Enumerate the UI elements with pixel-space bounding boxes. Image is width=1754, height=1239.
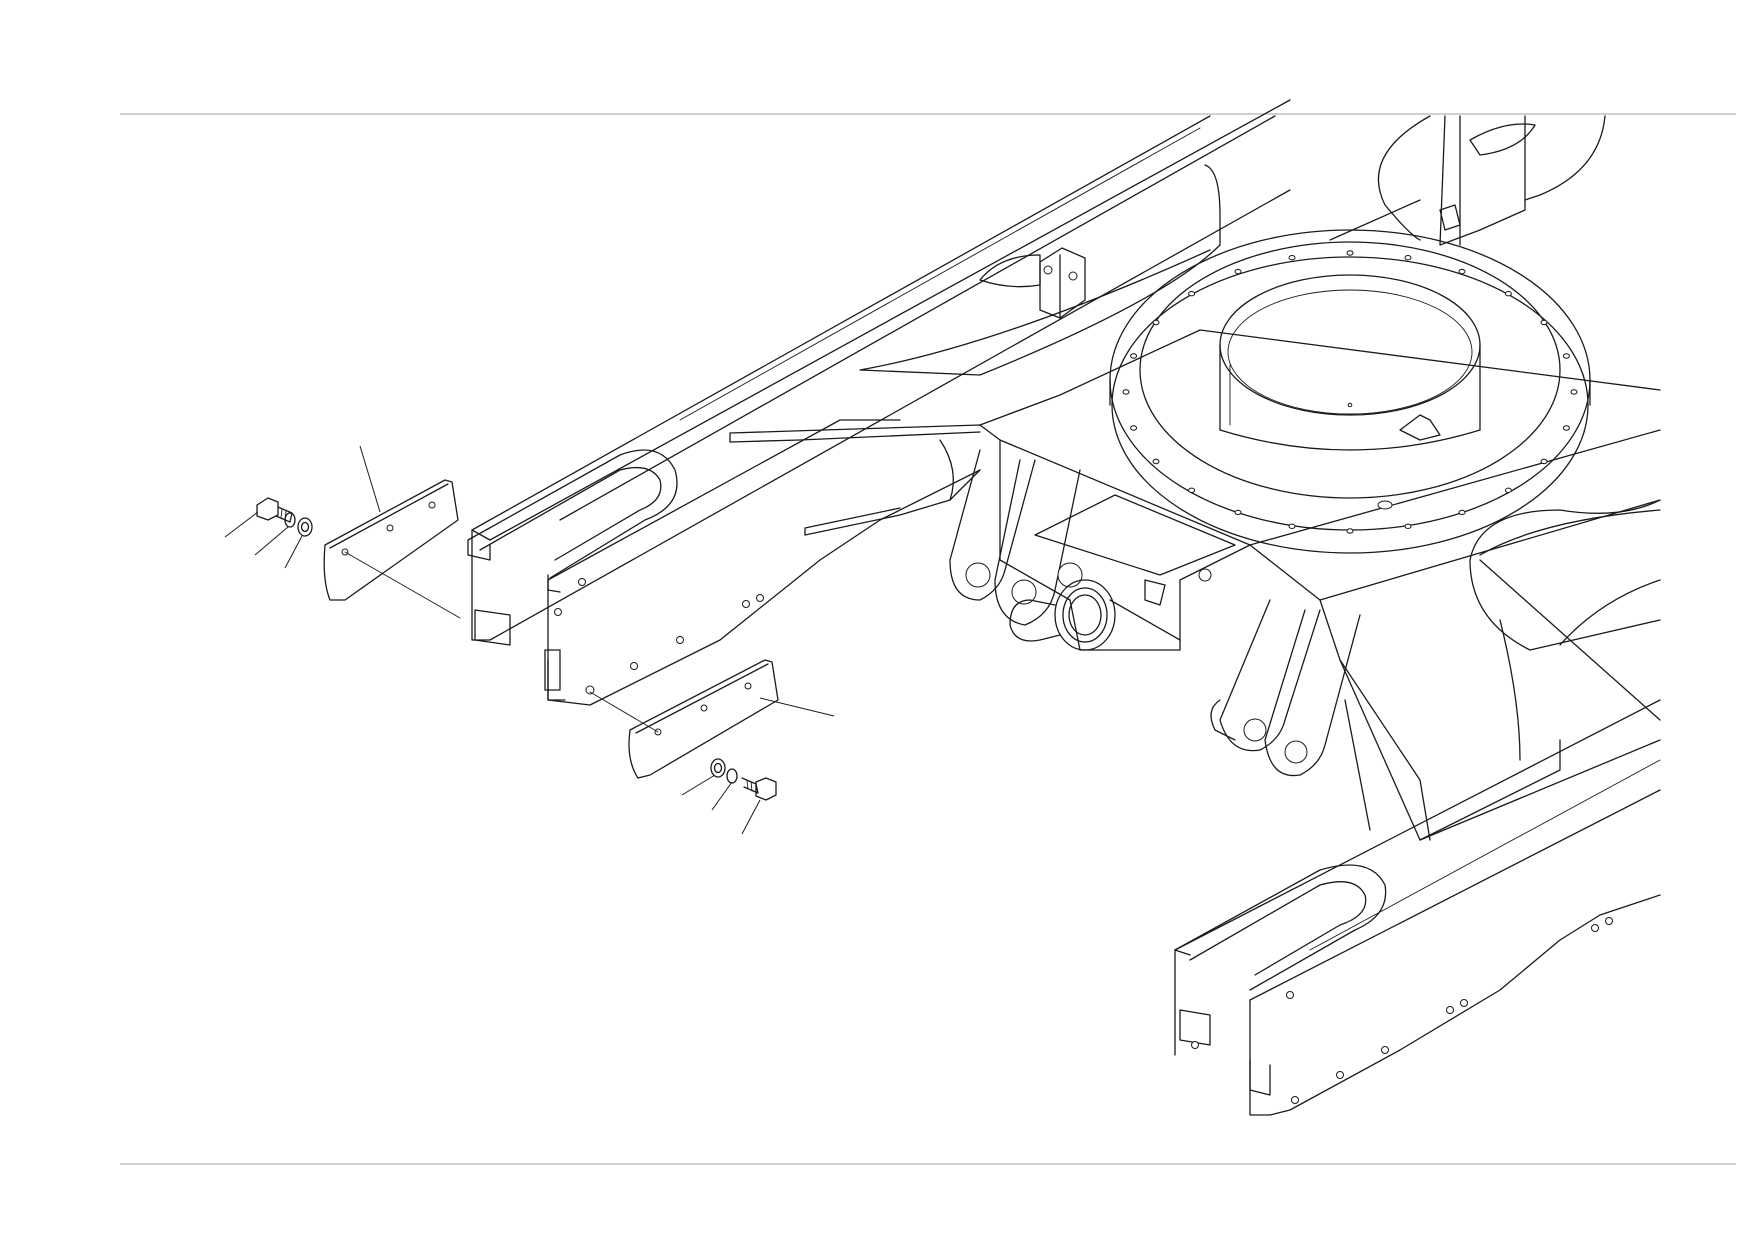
ring-bolt-hole: [1504, 487, 1512, 493]
upper-assembly-axis: [344, 551, 461, 619]
ring-bolt-hole: [1288, 255, 1296, 261]
lower-bolt: [741, 777, 777, 801]
center-body: [729, 329, 1661, 841]
pivot-lugs-right: [1210, 599, 1361, 777]
left-track-frame-beam: [471, 99, 1291, 706]
ring-bolt-hole: [1540, 319, 1548, 326]
undercarriage-frame: [467, 99, 1661, 1116]
upper-lock-washer: [284, 512, 296, 528]
ring-bolt-hole: [1346, 528, 1354, 534]
pivot-lugs-left: [949, 449, 1083, 626]
upper-flat-washer: [297, 517, 313, 537]
ring-bolt-hole: [1404, 255, 1412, 261]
ring-bolt-hole: [1122, 389, 1130, 395]
ring-bolt-hole: [1458, 509, 1466, 516]
ring-bolt-hole: [1504, 291, 1512, 297]
lower-guard-plate: [628, 659, 779, 779]
ring-bolt-hole: [1570, 389, 1578, 395]
ring-bolt-hole: [1188, 291, 1196, 297]
lower-lock-washer: [726, 768, 738, 784]
lower-leaders: [681, 697, 835, 835]
ring-bolt-hole: [1130, 425, 1138, 431]
ring-bolt-hole: [1152, 458, 1160, 465]
ring-bolt-hole: [1562, 425, 1570, 431]
ring-bolt-hole: [1562, 353, 1570, 359]
ring-bolt-hole: [1234, 509, 1242, 516]
ring-bolt-hole: [1130, 353, 1138, 359]
upper-guard-assembly: [224, 445, 461, 619]
lower-assembly-axis: [589, 691, 659, 733]
ring-bolt-hole: [1288, 523, 1296, 529]
lower-guard-assembly: [589, 659, 835, 835]
ring-bolt-hole: [1540, 458, 1548, 465]
upper-bolt: [256, 497, 293, 523]
ring-bolt-hole: [1404, 523, 1412, 529]
ring-bolt-hole: [1152, 319, 1160, 326]
ring-bolt-hole: [1234, 268, 1242, 275]
pin-boss: [1009, 579, 1181, 651]
right-track-frame-beam: [1174, 699, 1661, 1116]
right-side-beam: [1469, 499, 1661, 761]
upper-guard-plate: [323, 479, 459, 601]
idler-yoke-left: [467, 449, 678, 593]
upper-leaders: [224, 445, 381, 569]
swing-bearing-ring: [1109, 229, 1591, 554]
ring-bolt-holes: [1122, 250, 1578, 534]
ring-bolt-hole: [1346, 250, 1354, 256]
upper-right-bracket: [1329, 115, 1606, 246]
ring-bolt-hole: [1188, 487, 1196, 493]
page-frame: [120, 113, 1736, 1165]
lower-flat-washer: [710, 758, 726, 778]
ring-bolt-hole: [1458, 268, 1466, 275]
